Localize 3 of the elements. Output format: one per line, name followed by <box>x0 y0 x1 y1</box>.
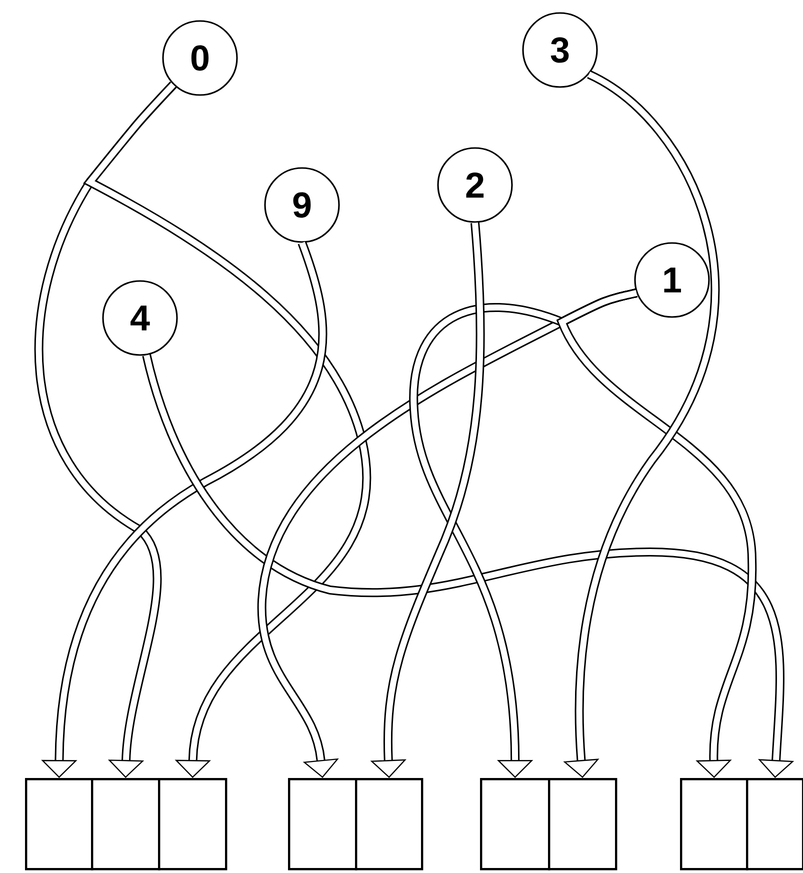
tube-arrow <box>86 82 371 778</box>
tube-arrow <box>558 288 756 778</box>
tube-arrow <box>142 354 794 778</box>
